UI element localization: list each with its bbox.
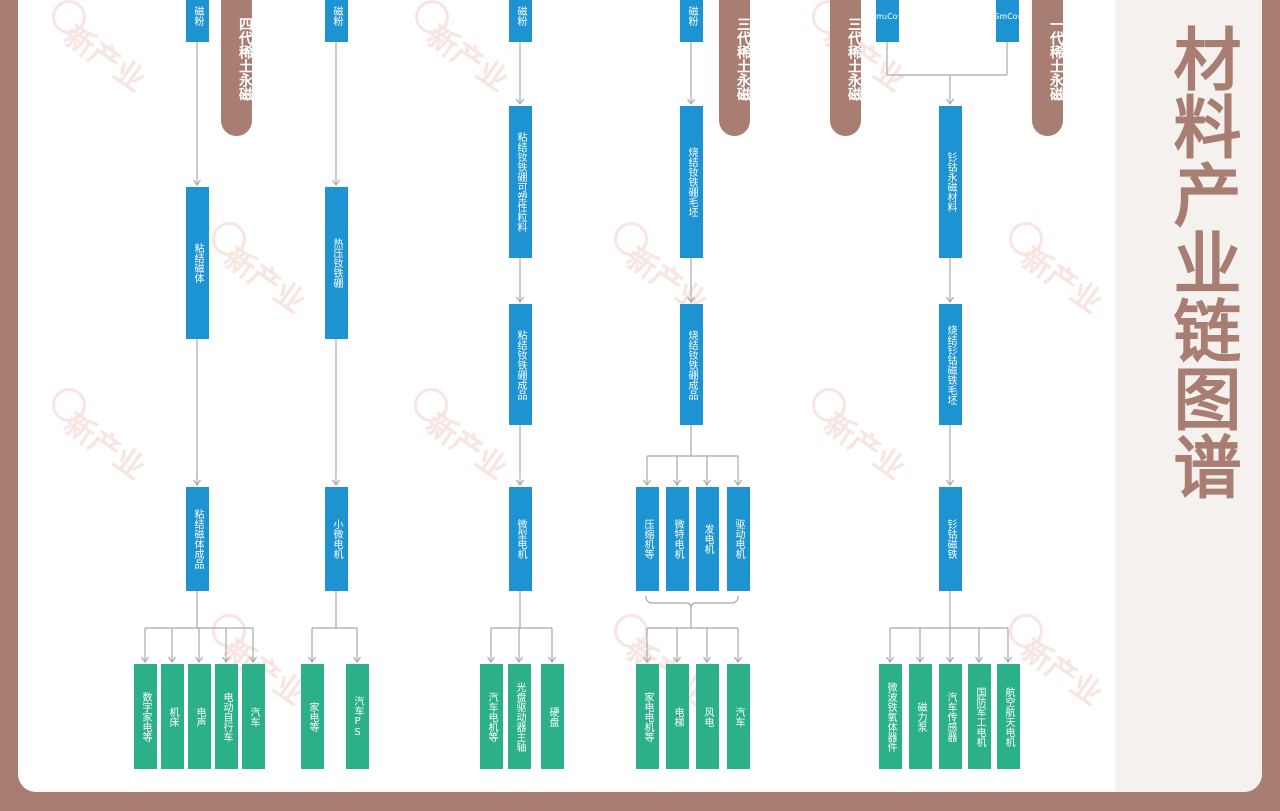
arrow-head xyxy=(946,656,954,664)
c1-process-2: 粘结磁体成品 xyxy=(186,487,209,591)
arrow-head xyxy=(673,656,681,664)
arrow-head xyxy=(673,479,681,487)
arrow-head xyxy=(353,656,361,664)
arrow-head xyxy=(687,296,695,304)
watermark-logo-icon xyxy=(52,388,86,422)
arrow-head xyxy=(308,656,316,664)
arrow-head xyxy=(249,656,257,664)
c5-app-5: 航空航天电机 xyxy=(997,664,1020,769)
c5-process-1: 钐钴永磁材料 xyxy=(939,106,962,258)
arrow-head xyxy=(703,479,711,487)
c3-process-3: 微型电机 xyxy=(509,487,532,591)
arrow-head xyxy=(975,656,983,664)
arrow-head xyxy=(687,98,695,106)
c3-app-2: 光盘驱动器主轴 xyxy=(508,664,531,769)
c4-mid-3: 发电机 xyxy=(696,487,719,591)
c1-app-3: 电声 xyxy=(188,664,211,769)
c4-app-3: 风电 xyxy=(696,664,719,769)
arrow-head xyxy=(734,479,742,487)
c5-app-3: 汽车传感器 xyxy=(939,664,962,769)
arrow-head xyxy=(516,479,524,487)
arrow-head xyxy=(515,656,523,664)
c3-app-1: 汽车电机等 xyxy=(480,664,503,769)
arrow-head xyxy=(946,98,954,106)
arrow-head xyxy=(946,296,954,304)
arrow-head xyxy=(193,479,201,487)
watermark-logo-icon xyxy=(1009,614,1043,648)
c5-top-node-1: Sm₂Co₁₇ xyxy=(876,0,899,42)
c3-app-3: 硬盘 xyxy=(541,664,564,769)
arrow-head xyxy=(487,656,495,664)
arrow-head xyxy=(703,656,711,664)
c5-process-3: 钐钴磁铁 xyxy=(939,487,962,591)
watermark-logo-icon xyxy=(415,0,449,34)
generation-tab-3a: 三代稀土永磁 xyxy=(719,0,750,136)
c1-app-5: 汽车 xyxy=(242,664,265,769)
c1-app-1: 数字家电等 xyxy=(134,664,157,769)
c4-app-4: 汽车 xyxy=(727,664,750,769)
c5-top-node-2: SmCo₅ xyxy=(996,0,1019,42)
arrow-head xyxy=(916,656,924,664)
c2-app-2: 汽车PS xyxy=(346,664,369,769)
arrow-head xyxy=(734,656,742,664)
c2-app-1: 家电等 xyxy=(301,664,324,769)
arrow-head xyxy=(516,98,524,106)
c4-mid-4: 驱动电机 xyxy=(727,487,750,591)
watermark-logo-icon xyxy=(812,388,846,422)
arrow-head xyxy=(332,479,340,487)
title-panel xyxy=(1115,0,1262,792)
c5-app-4: 国防军工电机 xyxy=(968,664,991,769)
c5-process-2: 烧结钐钴磁铁毛坯 xyxy=(939,304,962,425)
arrow-head xyxy=(141,656,149,664)
watermark-logo-icon xyxy=(1009,222,1043,256)
c4-process-2: 烧结钕铁硼成品 xyxy=(680,304,703,425)
arrow-head xyxy=(168,656,176,664)
c5-app-1: 微波铁氧体器件 xyxy=(879,664,902,769)
watermark-logo-icon xyxy=(414,388,448,422)
c1-top-node: 磁粉 xyxy=(186,0,209,42)
watermark-logo-icon xyxy=(212,614,246,648)
arrow-head xyxy=(1004,656,1012,664)
watermark-logo-icon xyxy=(614,222,648,256)
arrow-head xyxy=(643,656,651,664)
generation-tab-1: 一代稀土永磁 xyxy=(1032,0,1063,136)
c1-app-2: 机床 xyxy=(161,664,184,769)
c3-process-2: 粘结钕铁硼成品 xyxy=(509,304,532,425)
c1-process-1: 粘结磁体 xyxy=(186,187,209,339)
arrow-head xyxy=(332,179,340,187)
arrow-head xyxy=(886,656,894,664)
arrow-head xyxy=(516,296,524,304)
group-brace xyxy=(645,595,739,609)
c4-mid-2: 微特电机 xyxy=(666,487,689,591)
bottom-border xyxy=(0,793,1280,811)
c3-process-1: 粘结钕铁硼可塑性粒料 xyxy=(509,106,532,258)
page-title: 材料产业链图谱 xyxy=(1161,24,1240,500)
c4-process-1: 烧结钕铁硼毛坯 xyxy=(680,106,703,258)
c2-top-node: 磁粉 xyxy=(325,0,348,42)
c4-app-2: 电梯 xyxy=(666,664,689,769)
arrow-head xyxy=(548,656,556,664)
c2-process-2: 小微电机 xyxy=(325,487,348,591)
c1-app-4: 电动自行车 xyxy=(215,664,238,769)
watermark-logo-icon xyxy=(212,222,246,256)
c4-app-1: 家电电机等 xyxy=(636,664,659,769)
generation-tab-4: 四代稀土永磁 xyxy=(221,0,252,136)
arrow-head xyxy=(222,656,230,664)
generation-tab-3b: 三代稀土永磁 xyxy=(830,0,861,136)
arrow-head xyxy=(946,479,954,487)
c5-app-2: 磁力泵 xyxy=(909,664,932,769)
arrow-head xyxy=(193,179,201,187)
c3-top-node: 磁粉 xyxy=(509,0,532,42)
arrow-head xyxy=(195,656,203,664)
c4-mid-1: 压缩机等 xyxy=(636,487,659,591)
watermark-logo-icon xyxy=(52,0,86,34)
c2-process-1: 热压钕铁硼 xyxy=(325,187,348,339)
c4-top-node: 磁粉 xyxy=(680,0,703,42)
arrow-head xyxy=(643,479,651,487)
